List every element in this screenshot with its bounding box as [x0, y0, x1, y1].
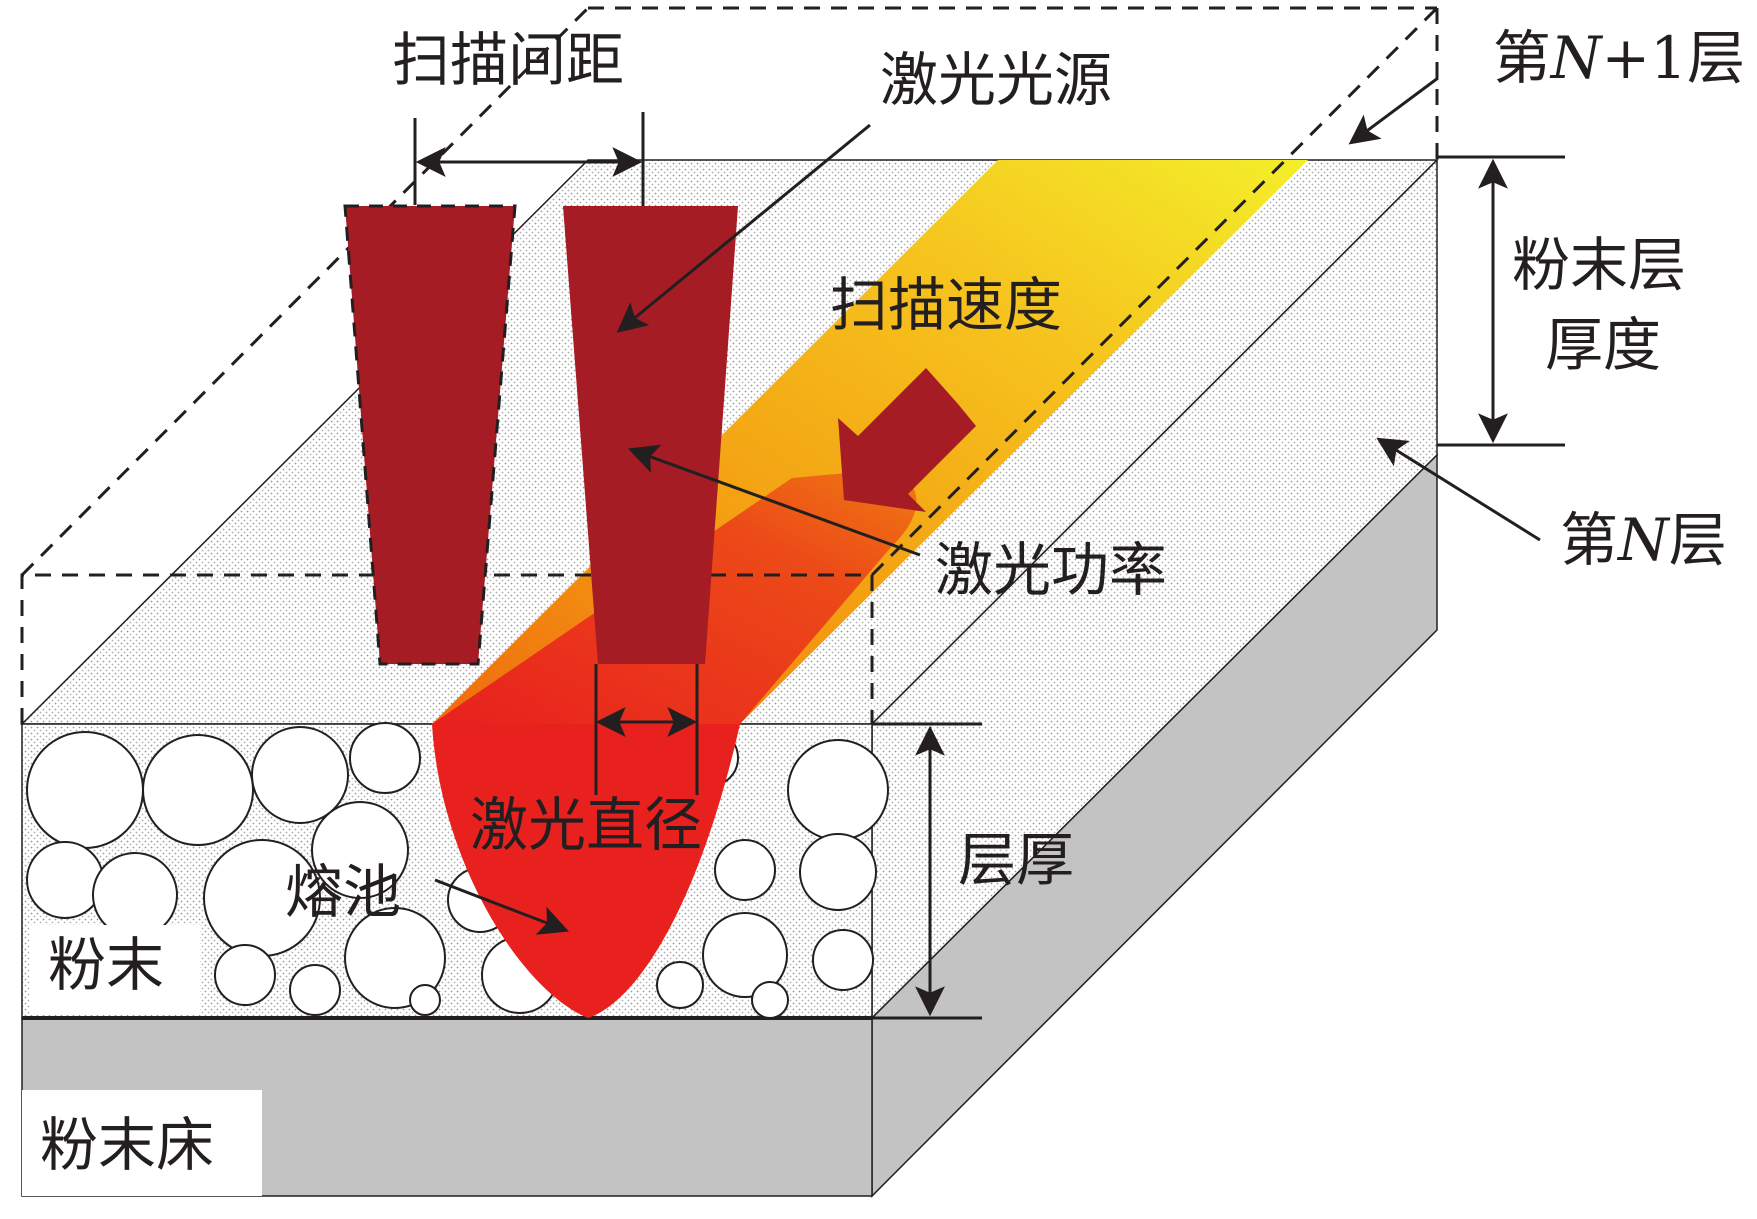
label-powder: 粉末 [48, 931, 164, 999]
powder-particles [26, 722, 889, 1019]
label-melt-pool: 熔池 [285, 858, 401, 926]
label-layer-n: 第N层 [1560, 506, 1727, 574]
melt-pool [432, 724, 740, 1018]
bed-label-bg [22, 1090, 262, 1196]
arrow-icon [616, 123, 871, 333]
label-layer-n1: 第N+1层 [1493, 24, 1745, 92]
label-scan-spacing: 扫描间距 [392, 26, 624, 94]
label-laser-diameter: 激光直径 [470, 791, 702, 859]
arrow-icon [627, 444, 921, 557]
label-powder-bed: 粉末床 [40, 1111, 214, 1179]
label-layer-thickness: 层厚 [958, 826, 1074, 894]
scan-spacing-dimension [413, 112, 645, 206]
laser-beam-left [343, 204, 517, 666]
powder-layer-thickness-dimension [1437, 155, 1565, 447]
speed-arrow-icon [838, 368, 976, 512]
arrow-icon [434, 878, 570, 935]
arrow-icon [1376, 437, 1541, 542]
label-powder-layer-thickness-line1: 粉末层 [1512, 231, 1686, 299]
arrow-icon [1348, 76, 1439, 145]
label-powder-layer-thickness-line2: 厚度 [1545, 311, 1661, 379]
label-laser-power: 激光功率 [935, 536, 1167, 604]
label-scan-speed: 扫描速度 [830, 271, 1062, 339]
laser-diameter-dimension [594, 664, 699, 795]
layer-thickness-dimension [872, 722, 982, 1020]
laser-beam-right [563, 206, 738, 664]
leader-arrows [434, 76, 1541, 935]
powder-label-bg [30, 925, 200, 1015]
label-laser-source: 激光光源 [880, 46, 1112, 114]
